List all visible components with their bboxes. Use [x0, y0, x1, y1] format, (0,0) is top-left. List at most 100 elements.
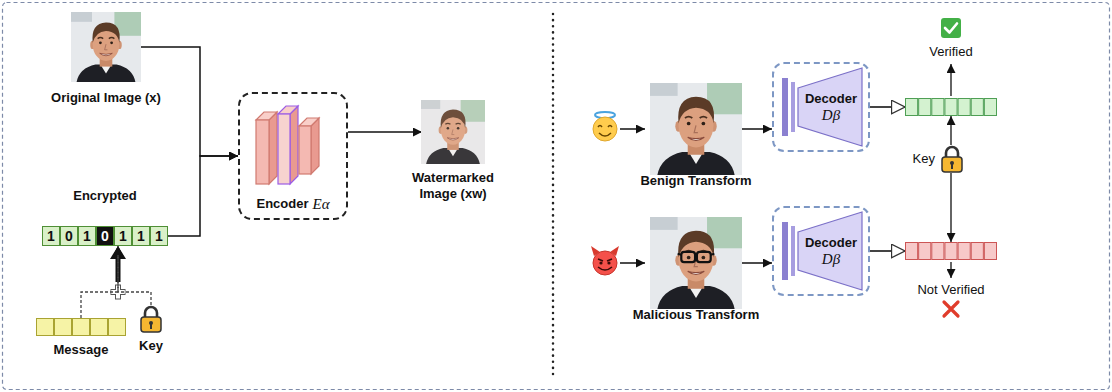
angel-emoji — [593, 112, 617, 141]
conv-block — [299, 118, 319, 174]
bit-cell — [43, 227, 60, 246]
angel-emoji-part — [598, 126, 602, 128]
node-heading: Malicious Transform — [633, 307, 759, 323]
block-name: Decoder — [805, 91, 857, 107]
verified-bits: Verified — [905, 98, 997, 116]
bit-cell — [945, 243, 957, 260]
angel-emoji-part — [593, 117, 617, 141]
bit-cell — [971, 99, 983, 116]
cross-icon-part — [944, 302, 958, 316]
conv-block — [256, 112, 277, 184]
bit-cell — [133, 227, 150, 246]
connector-arrow — [118, 246, 151, 305]
bit-cell — [109, 319, 126, 336]
face-photo — [650, 92, 742, 166]
node-heading: Benign Transform — [640, 173, 751, 189]
encoder-box: EncoderEα — [238, 92, 348, 220]
connector-arrow — [168, 156, 238, 236]
decoder-layers — [774, 208, 868, 294]
connector-arrow — [870, 106, 905, 108]
conv-block-part — [278, 114, 290, 184]
conv-block-part — [278, 106, 298, 114]
label-group: EncoderEα — [240, 196, 346, 212]
bit-cell — [61, 227, 78, 246]
decoder-layers-part — [791, 82, 795, 132]
conv-block-part — [256, 120, 269, 184]
conv-block-part — [256, 112, 277, 120]
check-icon-part — [945, 24, 957, 33]
bit-digit: 0 — [96, 226, 114, 246]
check-icon-part — [941, 18, 961, 38]
bit-cells — [36, 318, 126, 336]
bit-digit: 1 — [78, 226, 96, 246]
bit-cell — [91, 319, 108, 336]
devil-emoji-part — [598, 267, 612, 270]
image-node: Watermarked Image (xw) — [422, 100, 484, 164]
face-photo — [650, 226, 742, 300]
connector-arrow — [81, 246, 118, 318]
node-heading: Not Verified — [917, 282, 984, 298]
angel-emoji-part — [599, 133, 611, 136]
decoder-layers-part — [791, 226, 795, 276]
connector-arrow — [870, 250, 905, 252]
result-arrow — [950, 262, 951, 278]
block-symbol: Eα — [312, 196, 329, 212]
image-node: Malicious Transform — [650, 226, 742, 300]
bit-cell — [984, 99, 996, 116]
node-heading: Verified — [929, 44, 972, 60]
bit-cell — [958, 243, 970, 260]
lock-icon — [940, 145, 964, 173]
decoder-box: DecoderDβ — [772, 206, 870, 296]
bit-cell — [984, 243, 996, 260]
image-node: Benign Transform — [650, 92, 742, 166]
glasses-part — [678, 254, 715, 256]
rejected-bits: Not Verified — [905, 242, 997, 260]
connector-arrow — [950, 116, 951, 145]
bit-digit: 0 — [60, 226, 78, 246]
face-photo — [71, 12, 141, 82]
decoder-layers-part — [782, 78, 788, 136]
outer-dashed-frame — [3, 3, 1110, 390]
connector-arrow — [742, 262, 772, 264]
conv-block-part — [299, 118, 319, 126]
bit-cell — [906, 99, 918, 116]
lock-icon-part — [942, 157, 962, 172]
key-lock: Key — [138, 305, 164, 333]
bit-cell — [971, 243, 983, 260]
bit-digit: 1 — [150, 226, 168, 246]
bit-cell — [79, 227, 96, 246]
devil-emoji-part — [599, 261, 602, 264]
face-photo — [72, 12, 140, 82]
bit-cell — [37, 319, 54, 336]
bit-cell — [97, 227, 114, 246]
bit-digit: 1 — [132, 226, 150, 246]
decoder-box: DecoderDβ — [772, 62, 870, 152]
bit-cell — [151, 227, 168, 246]
image-node: Original Image (x) — [72, 12, 140, 82]
block-symbol: Dβ — [822, 251, 840, 267]
bit-cell — [932, 243, 944, 260]
label-group: DecoderDβ — [798, 91, 864, 123]
connector-arrow — [742, 128, 772, 130]
face-photo — [650, 83, 742, 175]
lock-icon — [138, 305, 164, 333]
message-bits: Message — [36, 318, 126, 336]
devil-emoji-part — [607, 261, 610, 264]
face-photo — [650, 217, 742, 309]
glasses — [678, 252, 715, 262]
bit-digit: 1 — [114, 226, 132, 246]
cross-icon — [944, 302, 958, 316]
connector-arrow — [950, 173, 951, 242]
input-arrow — [620, 128, 645, 130]
devil-emoji-part — [593, 251, 617, 275]
conv-block-part — [299, 126, 311, 174]
angel-emoji-part — [608, 126, 612, 128]
input-arrow — [620, 262, 645, 264]
block-name: Encoder — [256, 196, 308, 212]
block-symbol: Dβ — [822, 107, 840, 123]
face-photo — [421, 100, 485, 164]
face-photo — [422, 100, 484, 164]
bit-cell — [945, 99, 957, 116]
